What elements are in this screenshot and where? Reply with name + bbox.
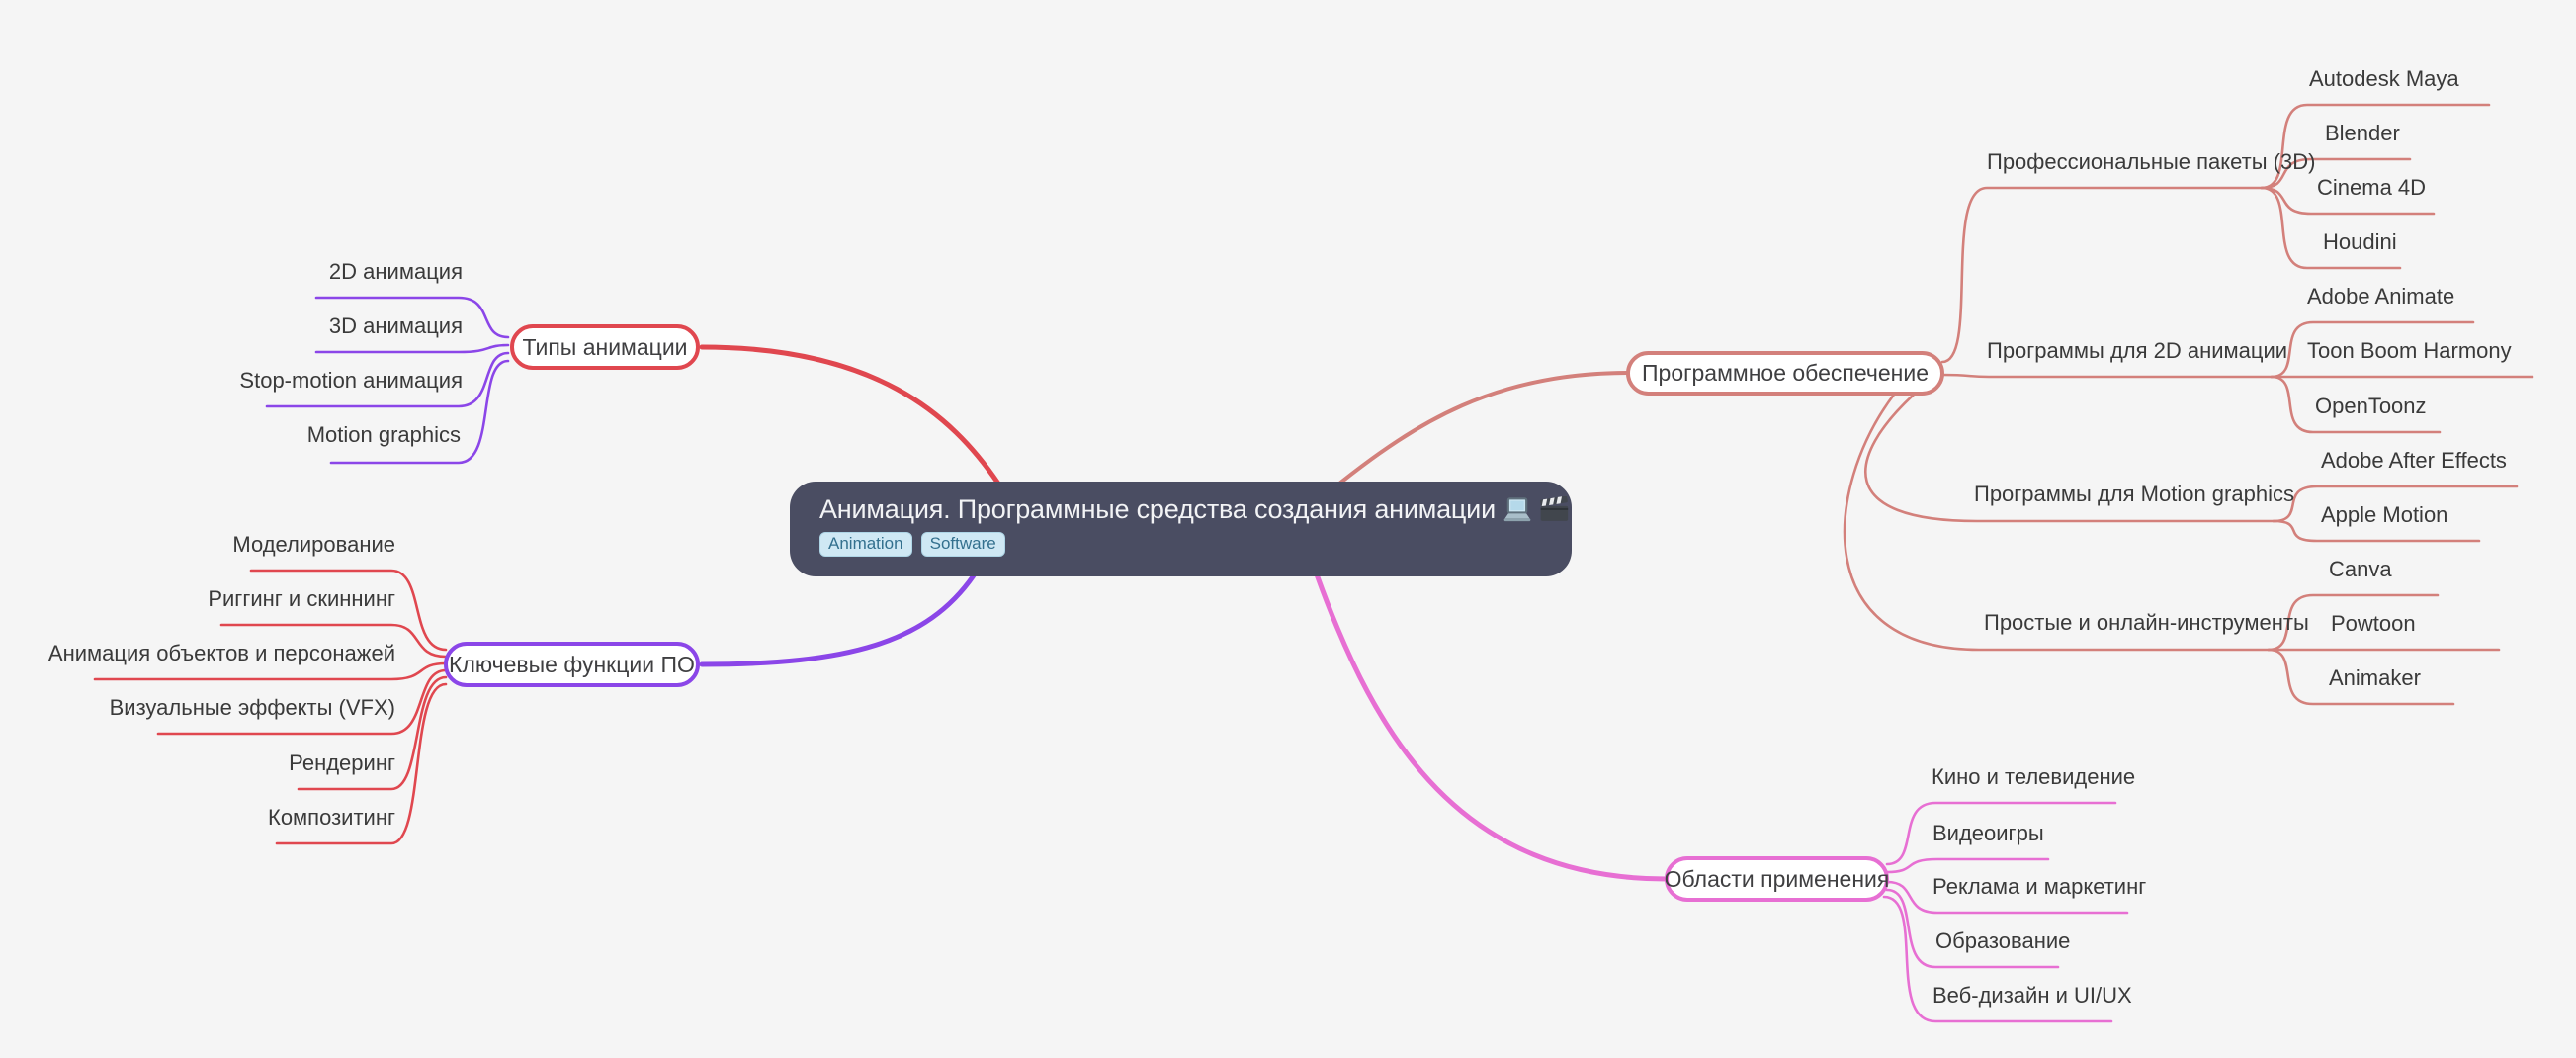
link-motion-graphics: [329, 359, 510, 465]
link-autodesk-maya: [2260, 103, 2491, 190]
link-vfx: [156, 668, 448, 736]
leaf-2d-animation[interactable]: 2D анимация: [328, 259, 463, 284]
link-object-character-animation: [93, 661, 448, 681]
tag-badges: Animation Software: [819, 532, 1572, 557]
link-web-design-uiux: [1882, 895, 2113, 1023]
leaf-adobe-animate[interactable]: Adobe Animate: [2307, 284, 2455, 309]
leaf-autodesk-maya[interactable]: Autodesk Maya: [2309, 66, 2459, 91]
link-compositing: [275, 682, 448, 845]
link-motion-graphics-software: [1864, 393, 2275, 523]
leaf-powtoon[interactable]: Powtoon: [2331, 611, 2416, 636]
link-modeling: [249, 569, 448, 652]
laptop-emoji-icon: [1503, 496, 1531, 521]
leaf-education[interactable]: Образование: [1935, 928, 2071, 953]
leaf-3d-animation[interactable]: 3D анимация: [328, 313, 463, 338]
leaf-toon-boom-harmony[interactable]: Toon Boom Harmony: [2307, 338, 2512, 363]
leaf-opentoonz[interactable]: OpenToonz: [2315, 394, 2427, 418]
link-film-tv: [1885, 801, 2117, 866]
link-animaker: [2267, 648, 2455, 706]
leaf-advertising-marketing[interactable]: Реклама и маркетинг: [1932, 874, 2147, 899]
link-stop-motion: [265, 351, 510, 408]
link-education: [1885, 888, 2060, 969]
link-advertising-marketing: [1885, 880, 2129, 915]
link-adobe-animate: [2270, 320, 2475, 379]
leaf-blender[interactable]: Blender: [2325, 121, 2400, 145]
link-center-to-key-functions: [699, 573, 977, 667]
group-2d-animation-software[interactable]: Программы для 2D анимации: [1987, 338, 2288, 363]
clapperboard-emoji-icon: [1539, 495, 1569, 521]
group-motion-graphics-software[interactable]: Программы для Motion graphics: [1974, 482, 2294, 506]
link-simple-online-tools: [1843, 393, 2271, 652]
badge-software: Software: [920, 532, 1005, 557]
leaf-film-tv[interactable]: Кино и телевидение: [1932, 764, 2136, 789]
link-apple-motion: [2272, 519, 2481, 543]
central-topic-node[interactable]: Анимация. Программные средства создания …: [790, 482, 1572, 576]
link-rendering: [297, 675, 448, 791]
link-3d-animation: [314, 343, 510, 354]
link-adobe-after-effects: [2272, 485, 2519, 523]
leaf-compositing[interactable]: Композитинг: [268, 805, 395, 830]
link-center-to-application-areas: [1314, 572, 1670, 882]
node-animation-types[interactable]: Типы анимации: [510, 324, 700, 370]
link-canva: [2267, 593, 2440, 652]
group-simple-online-tools[interactable]: Простые и онлайн-инструменты: [1984, 610, 2309, 635]
node-application-areas[interactable]: Области применения: [1665, 856, 1889, 902]
leaf-motion-graphics[interactable]: Motion graphics: [306, 422, 461, 447]
link-opentoonz: [2270, 375, 2442, 434]
leaf-apple-motion[interactable]: Apple Motion: [2321, 502, 2448, 527]
leaf-rendering[interactable]: Рендеринг: [289, 750, 395, 775]
node-software[interactable]: Программное обеспечение: [1626, 351, 1944, 396]
leaf-web-design-uiux[interactable]: Веб-дизайн и UI/UX: [1932, 983, 2132, 1008]
central-topic-title: Анимация. Программные средства создания …: [819, 494, 1572, 525]
link-center-to-animation-types: [699, 344, 1001, 486]
leaf-canva[interactable]: Canva: [2329, 557, 2392, 581]
leaf-animaker[interactable]: Animaker: [2329, 665, 2421, 690]
node-key-functions[interactable]: Ключевые функции ПО: [444, 642, 700, 687]
leaf-houdini[interactable]: Houdini: [2323, 229, 2397, 254]
leaf-rigging-skinning[interactable]: Риггинг и скиннинг: [208, 586, 395, 611]
link-houdini: [2260, 186, 2402, 270]
link-rigging-skinning: [219, 623, 448, 659]
link-professional-3d-packages: [1940, 186, 2264, 364]
leaf-adobe-after-effects[interactable]: Adobe After Effects: [2321, 448, 2507, 473]
link-video-games: [1885, 857, 2050, 874]
link-center-to-software: [1337, 371, 1630, 485]
leaf-video-games[interactable]: Видеоигры: [1932, 821, 2044, 845]
leaf-cinema-4d[interactable]: Cinema 4D: [2317, 175, 2427, 200]
link-2d-animation: [314, 296, 510, 339]
leaf-stop-motion[interactable]: Stop-motion анимация: [239, 368, 463, 393]
badge-animation: Animation: [819, 532, 912, 557]
group-professional-3d-packages[interactable]: Профессиональные пакеты (3D): [1987, 149, 2316, 174]
leaf-object-character-animation[interactable]: Анимация объектов и персонажей: [47, 641, 395, 665]
central-topic-text: Анимация. Программные средства создания …: [819, 494, 1496, 524]
link-blender: [2260, 157, 2412, 190]
leaf-modeling[interactable]: Моделирование: [232, 532, 395, 557]
leaf-vfx[interactable]: Визуальные эффекты (VFX): [109, 695, 395, 720]
link-2d-animation-software: [1940, 373, 2274, 379]
